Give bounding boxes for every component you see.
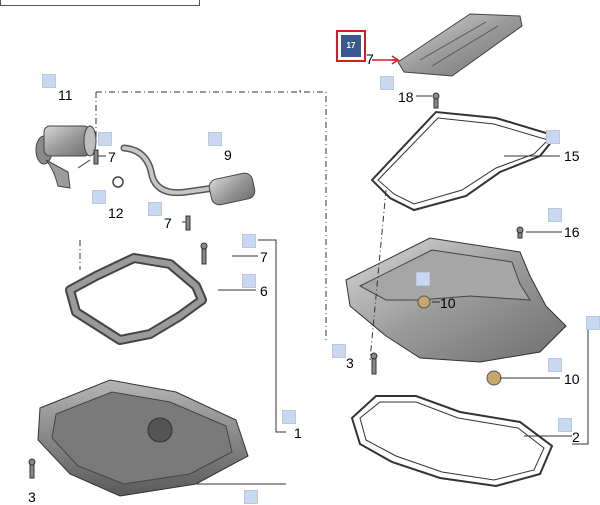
upper-gasket (370, 110, 558, 212)
callout-2: 2 (572, 429, 580, 445)
marker-11[interactable] (42, 74, 56, 88)
marker-9[interactable] (208, 132, 222, 146)
marker-6[interactable] (242, 274, 256, 288)
bracket-lines-right (372, 55, 589, 445)
marker-10b[interactable] (548, 358, 562, 372)
marker-edge[interactable] (586, 316, 600, 330)
badge-number: 17 (341, 35, 361, 57)
oil-baffle-part (397, 13, 523, 77)
upper-oil-pan (345, 237, 567, 386)
callout-16: 16 (564, 224, 580, 240)
callout-10-upper: 10 (440, 295, 456, 311)
marker-7c[interactable] (242, 234, 256, 248)
callout-7-mid: 7 (164, 215, 172, 231)
marker-15[interactable] (546, 130, 560, 144)
callout-7-upper: 7 (108, 149, 116, 165)
dashed-guide-right (369, 189, 387, 361)
marker-3b[interactable] (332, 344, 346, 358)
callout-3-left: 3 (28, 489, 36, 505)
callout-18: 18 (398, 89, 414, 105)
callout-3-right: 3 (346, 355, 354, 371)
callout-7-lower: 7 (260, 249, 268, 265)
marker-16[interactable] (548, 208, 562, 222)
callout-10-lower: 10 (564, 371, 580, 387)
marker-2[interactable] (558, 418, 572, 432)
callout-9: 9 (224, 147, 232, 163)
callout-1: 1 (294, 425, 302, 441)
marker-1[interactable] (282, 410, 296, 424)
callout-11: 11 (58, 87, 73, 103)
marker-12[interactable] (92, 190, 106, 204)
lower-gasket (350, 395, 554, 488)
callout-12: 12 (108, 205, 124, 221)
marker-10a[interactable] (416, 272, 430, 286)
marker-7a[interactable] (98, 132, 112, 146)
callout-15: 15 (564, 148, 580, 164)
marker-3a[interactable] (244, 490, 258, 504)
oil-filter-housing (35, 125, 97, 189)
marker-18[interactable] (380, 76, 394, 90)
part-badge[interactable]: 17 (336, 30, 366, 62)
oil-pipe-assembly (112, 144, 256, 206)
callout-7-right: 7 (366, 51, 374, 67)
callout-6: 6 (260, 283, 268, 299)
transmission-frame (65, 253, 207, 345)
bolts (28, 92, 524, 479)
lower-oil-pan (37, 379, 249, 497)
header-frame (0, 0, 200, 6)
marker-7b[interactable] (148, 202, 162, 216)
dashed-frame (79, 90, 327, 340)
